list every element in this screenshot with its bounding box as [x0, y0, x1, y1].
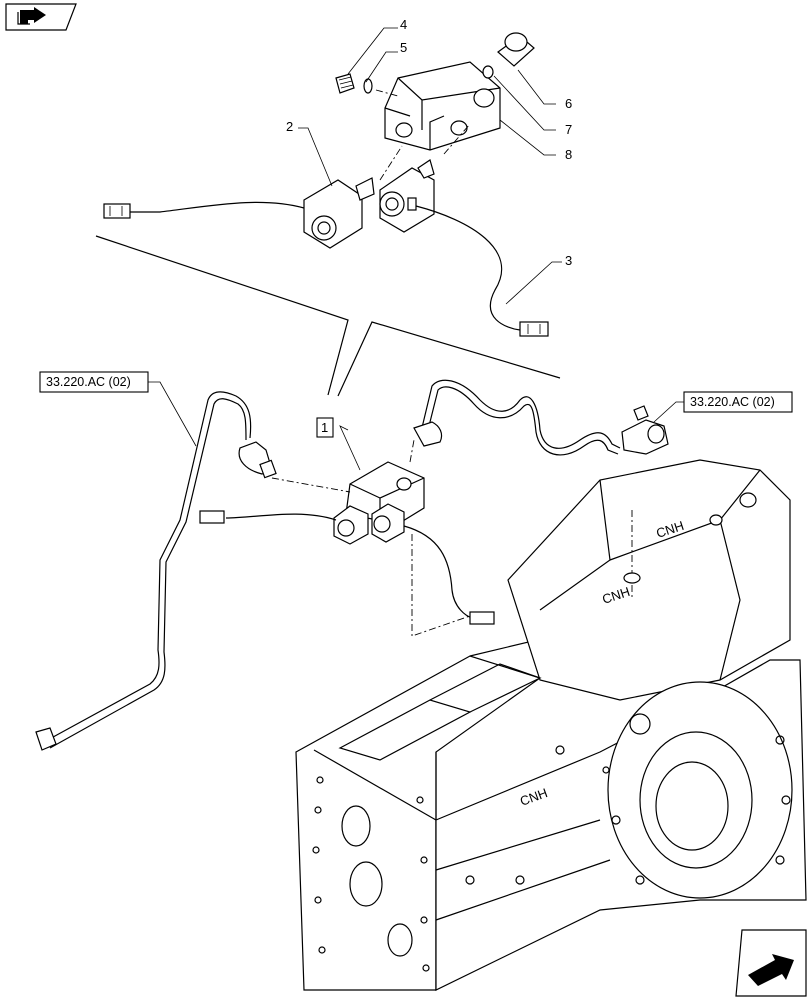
transmission-housing — [295, 459, 807, 991]
valve-block-exploded — [384, 61, 501, 151]
pipe-left — [35, 391, 277, 751]
exploded-view-divider — [95, 235, 561, 397]
callout-leaders-top — [298, 27, 562, 471]
callout-7: 7 — [565, 122, 572, 137]
callout-2: 2 — [286, 119, 293, 134]
callout-1: 1 — [321, 420, 328, 435]
callout-3: 3 — [565, 253, 572, 268]
book-arrow-back-icon[interactable] — [5, 3, 77, 31]
reference-left-label: 33.220.AC (02) — [46, 375, 131, 389]
callout-4: 4 — [400, 17, 407, 32]
pressure-switch-exploded — [482, 32, 535, 79]
reference-right-label: 33.220.AC (02) — [690, 395, 775, 409]
callout-1-box: 1 — [316, 417, 334, 438]
callout-8: 8 — [565, 147, 572, 162]
callout-6: 6 — [565, 96, 572, 111]
callout-5: 5 — [400, 40, 407, 55]
reference-right[interactable]: 33.220.AC (02) — [683, 391, 793, 413]
pipe-right — [413, 379, 669, 456]
reference-left[interactable]: 33.220.AC (02) — [39, 371, 149, 393]
plug-exploded — [335, 73, 373, 94]
solenoid-valve-right — [379, 159, 549, 337]
page-forward-arrow-icon[interactable] — [735, 929, 807, 997]
valve-block-assembled — [199, 439, 495, 637]
solenoid-valve-left — [103, 177, 375, 249]
